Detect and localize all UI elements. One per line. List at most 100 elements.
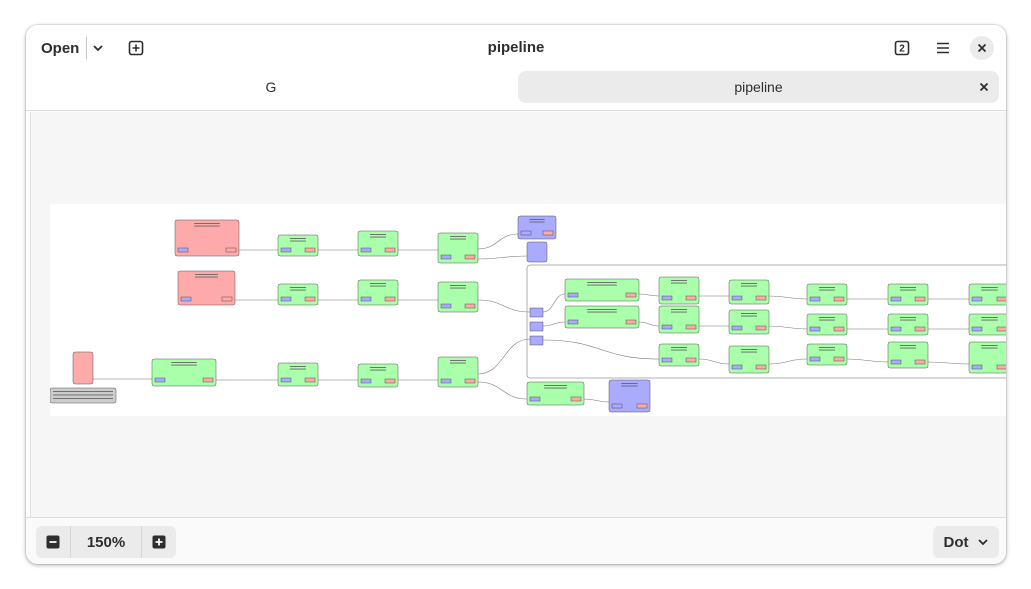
pipeline-element-node[interactable] bbox=[806, 283, 848, 306]
pipeline-element-node[interactable] bbox=[887, 341, 929, 369]
pipeline-element-node[interactable] bbox=[806, 343, 848, 366]
pipeline-element-node[interactable] bbox=[177, 270, 236, 306]
node-text-line bbox=[194, 225, 220, 227]
pipeline-element-node[interactable] bbox=[608, 379, 651, 413]
sink-pad bbox=[971, 364, 983, 370]
pipeline-element-node[interactable] bbox=[728, 309, 770, 335]
node-text-line bbox=[587, 311, 617, 313]
node-text-line bbox=[741, 285, 757, 287]
pipeline-element-node[interactable] bbox=[437, 356, 479, 388]
pad-link-edge bbox=[583, 398, 610, 403]
sink-pad bbox=[971, 296, 983, 302]
pipeline-element-node[interactable] bbox=[357, 279, 399, 306]
src-pad bbox=[685, 295, 697, 301]
tab-overview-button[interactable]: 2 bbox=[890, 36, 914, 60]
sink-pad bbox=[809, 356, 821, 362]
layout-engine-label: Dot bbox=[943, 533, 969, 551]
pipeline-element-node[interactable] bbox=[357, 230, 399, 257]
node-box bbox=[174, 219, 240, 257]
pipeline-element-node[interactable] bbox=[357, 363, 399, 388]
pipeline-element-node[interactable] bbox=[437, 281, 479, 313]
pipeline-element-node[interactable] bbox=[517, 215, 557, 240]
sink-pad bbox=[440, 378, 452, 384]
node-text-line bbox=[741, 283, 757, 284]
src-pad bbox=[755, 364, 767, 370]
node-text-line bbox=[290, 368, 306, 370]
sink-pad bbox=[280, 247, 292, 253]
pipeline-element-node[interactable] bbox=[968, 313, 1006, 336]
node-text-line bbox=[900, 287, 916, 288]
src-pad bbox=[464, 254, 476, 260]
node-box bbox=[177, 270, 236, 306]
zoom-in-button[interactable] bbox=[142, 526, 176, 558]
node-text-line bbox=[621, 383, 638, 384]
pipeline-element-node[interactable] bbox=[658, 343, 700, 367]
node-text-line bbox=[529, 219, 545, 220]
node-text-line bbox=[290, 366, 306, 367]
src-pad bbox=[636, 403, 648, 409]
pipeline-element-node[interactable] bbox=[887, 313, 929, 336]
graph-canvas[interactable] bbox=[30, 112, 1006, 517]
pipeline-element-node[interactable] bbox=[968, 283, 1006, 306]
src-pad bbox=[202, 377, 214, 383]
pipeline-element-node[interactable] bbox=[151, 358, 217, 387]
layout-engine-dropdown[interactable]: Dot bbox=[933, 526, 999, 558]
pipeline-element-node[interactable] bbox=[174, 219, 240, 257]
open-menu-button[interactable] bbox=[87, 35, 109, 61]
node-text-line bbox=[194, 223, 220, 224]
legend-text-line bbox=[53, 394, 113, 396]
pipeline-element-node[interactable] bbox=[437, 232, 479, 264]
pipeline-element-node[interactable] bbox=[526, 381, 585, 406]
node-text-line bbox=[671, 311, 687, 313]
pipeline-element-node[interactable] bbox=[728, 345, 770, 374]
node-text-line bbox=[900, 319, 916, 321]
pipeline-element-node[interactable] bbox=[564, 305, 640, 329]
pipeline-element-node[interactable] bbox=[277, 362, 319, 387]
pipeline-graph[interactable] bbox=[50, 204, 1006, 416]
node-text-line bbox=[587, 284, 617, 286]
open-button[interactable]: Open bbox=[41, 39, 80, 57]
tab-g[interactable]: G bbox=[26, 71, 516, 103]
pipeline-element-node[interactable] bbox=[728, 279, 770, 305]
plus-icon bbox=[152, 535, 166, 549]
pad-link-edge bbox=[638, 293, 660, 297]
pipeline-element-node[interactable] bbox=[806, 313, 848, 336]
pipeline-element-node[interactable] bbox=[658, 276, 700, 305]
open-split-button: Open bbox=[34, 35, 109, 61]
pad-link-edge bbox=[477, 381, 528, 400]
src-pad bbox=[221, 296, 233, 302]
pipeline-element-node[interactable] bbox=[72, 351, 94, 385]
pipeline-element-node[interactable] bbox=[968, 341, 1006, 374]
tab-pipeline[interactable]: pipeline bbox=[518, 71, 999, 103]
pipeline-element-node[interactable] bbox=[277, 234, 319, 257]
node-text-line bbox=[671, 347, 687, 348]
node-text-line bbox=[819, 349, 835, 351]
pipeline-element-node[interactable] bbox=[50, 387, 117, 404]
node-text-line bbox=[450, 287, 466, 289]
node-text-line bbox=[370, 369, 386, 371]
graph-nodes bbox=[50, 215, 1006, 413]
src-pad bbox=[464, 378, 476, 384]
close-tab-button[interactable] bbox=[976, 79, 992, 95]
window-title: pipeline bbox=[487, 39, 545, 56]
pipeline-element-node[interactable] bbox=[658, 305, 700, 334]
graph-edges bbox=[93, 233, 970, 403]
pipeline-element-node[interactable] bbox=[277, 283, 319, 306]
tab-label: pipeline bbox=[734, 79, 783, 95]
node-text-line bbox=[900, 347, 916, 349]
node-text-line bbox=[819, 289, 835, 291]
node-text-line bbox=[529, 221, 545, 223]
sink-pad bbox=[177, 247, 189, 253]
main-menu-button[interactable] bbox=[931, 36, 955, 60]
sink-pad bbox=[661, 295, 673, 301]
zoom-level[interactable]: 150% bbox=[70, 526, 142, 558]
close-window-button[interactable] bbox=[970, 36, 994, 60]
pipeline-element-node[interactable] bbox=[564, 278, 640, 302]
pipeline-element-node[interactable] bbox=[887, 283, 929, 306]
node-text-line bbox=[587, 282, 617, 283]
pipeline-element-node[interactable] bbox=[526, 241, 548, 263]
src-pad bbox=[625, 292, 637, 298]
new-tab-button[interactable] bbox=[124, 36, 148, 60]
chevron-down-icon bbox=[977, 539, 988, 546]
zoom-out-button[interactable] bbox=[36, 526, 70, 558]
